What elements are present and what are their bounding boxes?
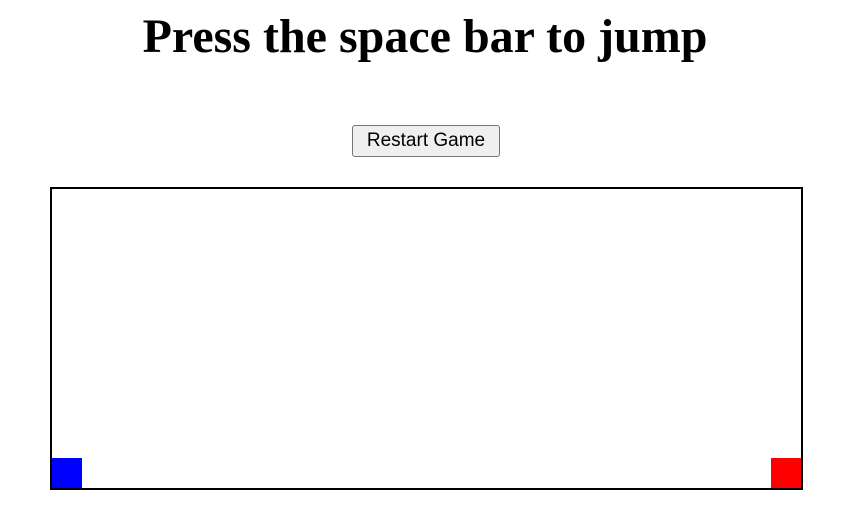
obstacle-block (771, 458, 801, 488)
player-block (52, 458, 82, 488)
restart-game-button[interactable]: Restart Game (352, 125, 500, 157)
page-title: Press the space bar to jump (142, 10, 708, 63)
game-area[interactable] (50, 187, 803, 490)
